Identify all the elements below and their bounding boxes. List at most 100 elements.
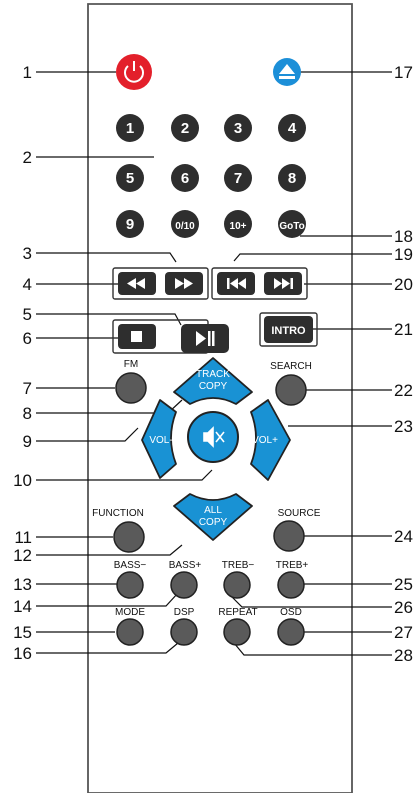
number-keypad: 1 2 3 4 5 6 7 8 9 0/10 10+ GoTo — [116, 114, 306, 238]
treb-plus-label: TREB+ — [276, 560, 309, 571]
mode-label: MODE — [115, 607, 145, 618]
dsp-label: DSP — [174, 607, 195, 618]
leader-lines-right — [231, 71, 392, 656]
treb-minus-label: TREB− — [222, 560, 255, 571]
eject-icon — [279, 64, 295, 74]
source-label: SOURCE — [278, 508, 321, 519]
treb-plus-button[interactable] — [277, 571, 305, 599]
fast-forward-button[interactable] — [165, 272, 203, 295]
vol-plus-label: VOL+ — [252, 435, 278, 446]
mute-button[interactable] — [187, 411, 239, 463]
treb-minus-button[interactable] — [223, 571, 251, 599]
number-key-9[interactable]: 9 — [116, 210, 144, 238]
track-copy-button[interactable]: TRACK COPY — [173, 357, 253, 405]
callout-18: 18 — [394, 227, 413, 246]
search-button[interactable] — [275, 374, 307, 406]
vol-minus-button[interactable]: VOL- — [141, 399, 177, 479]
eject-icon-bar — [279, 76, 295, 79]
next-track-button[interactable] — [264, 272, 302, 295]
play-pause-button[interactable] — [181, 324, 229, 353]
callout-22: 22 — [394, 381, 413, 400]
callout-27: 27 — [394, 623, 413, 642]
function-label: FUNCTION — [92, 508, 144, 519]
number-key-5[interactable]: 5 — [116, 164, 144, 192]
callout-1: 1 — [23, 63, 32, 82]
number-key-4[interactable]: 4 — [278, 114, 306, 142]
callout-3: 3 — [23, 244, 32, 263]
callout-19: 19 — [394, 245, 413, 264]
callout-8: 8 — [23, 404, 32, 423]
number-key-label: GoTo — [279, 221, 304, 232]
callout-21: 21 — [394, 320, 413, 339]
number-key-label: 8 — [288, 170, 296, 187]
number-key-label: 2 — [181, 120, 189, 137]
intro-key-frame — [259, 312, 318, 347]
previous-icon-bar — [227, 278, 230, 289]
fm-label: FM — [124, 359, 138, 370]
previous-track-button[interactable] — [217, 272, 255, 295]
power-button[interactable] — [116, 54, 152, 90]
bass-plus-button[interactable] — [170, 571, 198, 599]
eject-button[interactable] — [273, 58, 301, 86]
source-button[interactable] — [273, 520, 305, 552]
play-icon — [196, 331, 206, 346]
next-icon-bar — [290, 278, 293, 289]
number-key-label: 3 — [234, 120, 242, 137]
search-label: SEARCH — [270, 361, 312, 372]
callout-16: 16 — [13, 644, 32, 663]
all-copy-button[interactable]: ALL COPY — [173, 493, 253, 541]
number-key-label: 4 — [288, 120, 297, 137]
number-key-label: 6 — [181, 170, 189, 187]
bass-plus-label: BASS+ — [169, 560, 202, 571]
number-key-3[interactable]: 3 — [224, 114, 252, 142]
number-key-10-plus[interactable]: 10+ — [224, 210, 252, 238]
callout-13: 13 — [13, 575, 32, 594]
number-key-7[interactable]: 7 — [224, 164, 252, 192]
repeat-button[interactable] — [223, 618, 251, 646]
number-key-goto[interactable]: GoTo — [278, 210, 306, 238]
callout-10: 10 — [13, 471, 32, 490]
number-key-label: 5 — [126, 170, 134, 187]
callout-12: 12 — [13, 546, 32, 565]
fm-button[interactable] — [115, 372, 147, 404]
bass-minus-button[interactable] — [116, 571, 144, 599]
intro-button[interactable]: INTRO — [264, 316, 313, 343]
rewind-icon — [127, 278, 145, 289]
callout-4: 4 — [23, 275, 32, 294]
number-key-label: 0/10 — [175, 221, 195, 232]
callout-14: 14 — [13, 597, 32, 616]
next-icon — [274, 278, 290, 289]
osd-button[interactable] — [277, 618, 305, 646]
callout-5: 5 — [23, 305, 32, 324]
number-key-label: 10+ — [230, 221, 247, 232]
rewind-button[interactable] — [118, 272, 156, 295]
osd-label: OSD — [280, 607, 302, 618]
all-copy-label-1: ALL — [204, 505, 222, 516]
stop-icon — [131, 331, 142, 342]
repeat-label: REPEAT — [218, 607, 257, 618]
dsp-button[interactable] — [170, 618, 198, 646]
number-key-label: 7 — [234, 170, 242, 187]
callout-17: 17 — [394, 63, 413, 82]
skip-key-frame — [211, 267, 308, 300]
callout-7: 7 — [23, 379, 32, 398]
leader-lines-left — [36, 71, 213, 654]
mode-button[interactable] — [116, 618, 144, 646]
vol-plus-button[interactable]: VOL+ — [250, 399, 291, 481]
number-key-0-10[interactable]: 0/10 — [171, 210, 199, 238]
pause-icon-bar-1 — [208, 331, 211, 346]
all-copy-label-2: COPY — [199, 517, 228, 528]
number-key-8[interactable]: 8 — [278, 164, 306, 192]
number-key-2[interactable]: 2 — [171, 114, 199, 142]
power-icon — [124, 65, 144, 83]
function-button[interactable] — [113, 521, 145, 553]
mute-icon — [203, 426, 225, 448]
number-key-1[interactable]: 1 — [116, 114, 144, 142]
callout-28: 28 — [394, 646, 413, 665]
callout-25: 25 — [394, 575, 413, 594]
number-key-6[interactable]: 6 — [171, 164, 199, 192]
vol-minus-label: VOL- — [149, 435, 172, 446]
stop-button[interactable] — [118, 324, 156, 349]
callout-9: 9 — [23, 432, 32, 451]
